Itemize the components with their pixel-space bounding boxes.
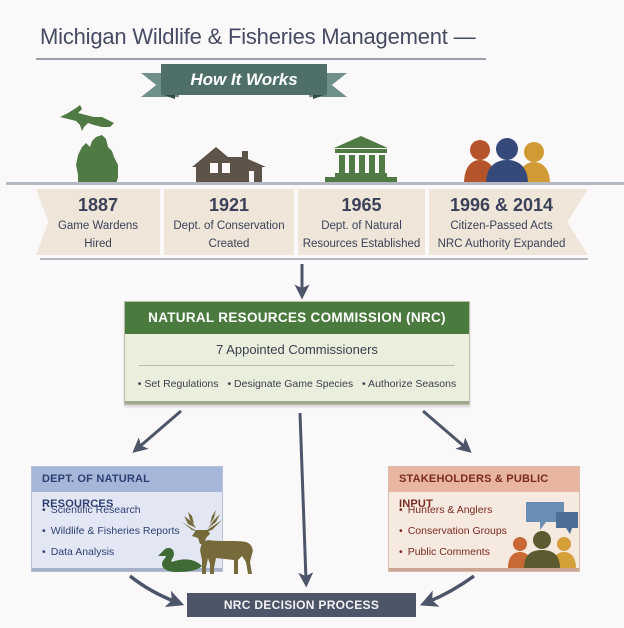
nrc-box: NATURAL RESOURCES COMMISSION (NRC) 7 App… xyxy=(124,301,470,405)
nrc-bullet: • Designate Game Species xyxy=(227,378,354,390)
timeline-bottom-rule xyxy=(40,258,588,260)
list-item: Data Analysis xyxy=(42,542,222,563)
dnr-title: DEPT. OF NATURAL RESOURCES xyxy=(32,467,222,510)
arrow-nrc-to-stakeholders xyxy=(422,409,472,453)
nrc-bullet: • Authorize Seasons xyxy=(362,378,457,390)
list-item: Conservation Groups xyxy=(399,521,579,542)
stakeholders-box-footer xyxy=(389,568,579,571)
government-building-icon xyxy=(325,136,397,184)
stakeholders-list: Hunters & Anglers Conservation Groups Pu… xyxy=(389,500,579,563)
timeline-desc-line2: Created xyxy=(208,238,250,250)
arrow-stakeholders-to-decision xyxy=(419,574,476,607)
dnr-box: DEPT. OF NATURAL RESOURCES Scientific Re… xyxy=(31,466,223,572)
timeline-desc-line2: Hired xyxy=(84,238,112,250)
timeline-desc-line2: Resources Established xyxy=(302,238,421,250)
title-divider xyxy=(36,58,486,60)
ribbon-fold-left xyxy=(161,94,175,99)
list-item: Scientific Research xyxy=(42,500,222,521)
nrc-divider xyxy=(139,365,455,366)
timeline-year: 1921 xyxy=(208,195,250,215)
speech-bubbles-icon xyxy=(526,502,578,534)
list-item: Hunters & Anglers xyxy=(399,500,579,521)
timeline-desc-line1: Dept. of Conservation xyxy=(173,220,285,232)
timeline-year: 1965 xyxy=(341,195,382,215)
nrc-box-footer xyxy=(125,401,469,404)
ribbon-label: How It Works xyxy=(161,64,327,95)
ribbon-fold-right xyxy=(313,94,327,99)
timeline-desc-line1: Dept. of Natural xyxy=(321,220,402,232)
timeline-top-rule xyxy=(6,182,624,185)
page-title: Michigan Wildlife & Fisheries Management… xyxy=(40,24,476,49)
timeline-desc-line1: Citizen-Passed Acts xyxy=(450,220,553,232)
dnr-list: Scientific Research Wildlife & Fisheries… xyxy=(32,500,222,563)
nrc-bullet: • Set Regulations xyxy=(137,378,219,390)
michigan-map-icon xyxy=(60,105,118,185)
list-item: Wildlife & Fisheries Reports xyxy=(42,521,222,542)
nrc-subtitle: 7 Appointed Commissioners xyxy=(216,342,378,357)
timeline-year: 1887 xyxy=(77,195,119,215)
timeline-item-1921: 1921 Dept. of Conservation Created xyxy=(164,189,294,255)
stakeholder-people-icon xyxy=(508,531,576,568)
timeline-year: 1996 & 2014 xyxy=(449,195,554,215)
arrow-nrc-to-dnr xyxy=(132,409,182,453)
arrow-dnr-to-decision xyxy=(128,574,185,608)
timeline: 1887 Game Wardens Hired 1921 Dept. of Co… xyxy=(36,189,588,255)
house-icon xyxy=(192,147,266,185)
arrow-nrc-to-decision xyxy=(298,412,314,588)
nrc-decision-process-box: NRC DECISION PROCESS xyxy=(187,593,416,617)
timeline-item-1996-2014: 1996 & 2014 Citizen-Passed Acts NRC Auth… xyxy=(429,189,588,255)
how-it-works-ribbon: How It Works xyxy=(141,64,347,99)
stakeholders-title: STAKEHOLDERS & PUBLIC INPUT xyxy=(389,467,579,510)
list-item: Public Comments xyxy=(399,542,579,563)
duck-icon xyxy=(158,547,202,572)
people-group-icon xyxy=(464,138,550,184)
dnr-box-footer xyxy=(32,568,222,571)
timeline-item-1965: 1965 Dept. of Natural Resources Establis… xyxy=(298,189,425,255)
timeline-desc-line2: NRC Authority Expanded xyxy=(437,238,566,250)
deer-icon xyxy=(182,510,253,574)
nrc-title: NATURAL RESOURCES COMMISSION (NRC) xyxy=(125,302,469,334)
nrc-responsibilities: • Set Regulations • Designate Game Speci… xyxy=(125,378,469,390)
timeline-item-1887: 1887 Game Wardens Hired xyxy=(36,189,160,255)
timeline-icons xyxy=(0,100,624,185)
timeline-desc-line1: Game Wardens xyxy=(57,220,139,232)
